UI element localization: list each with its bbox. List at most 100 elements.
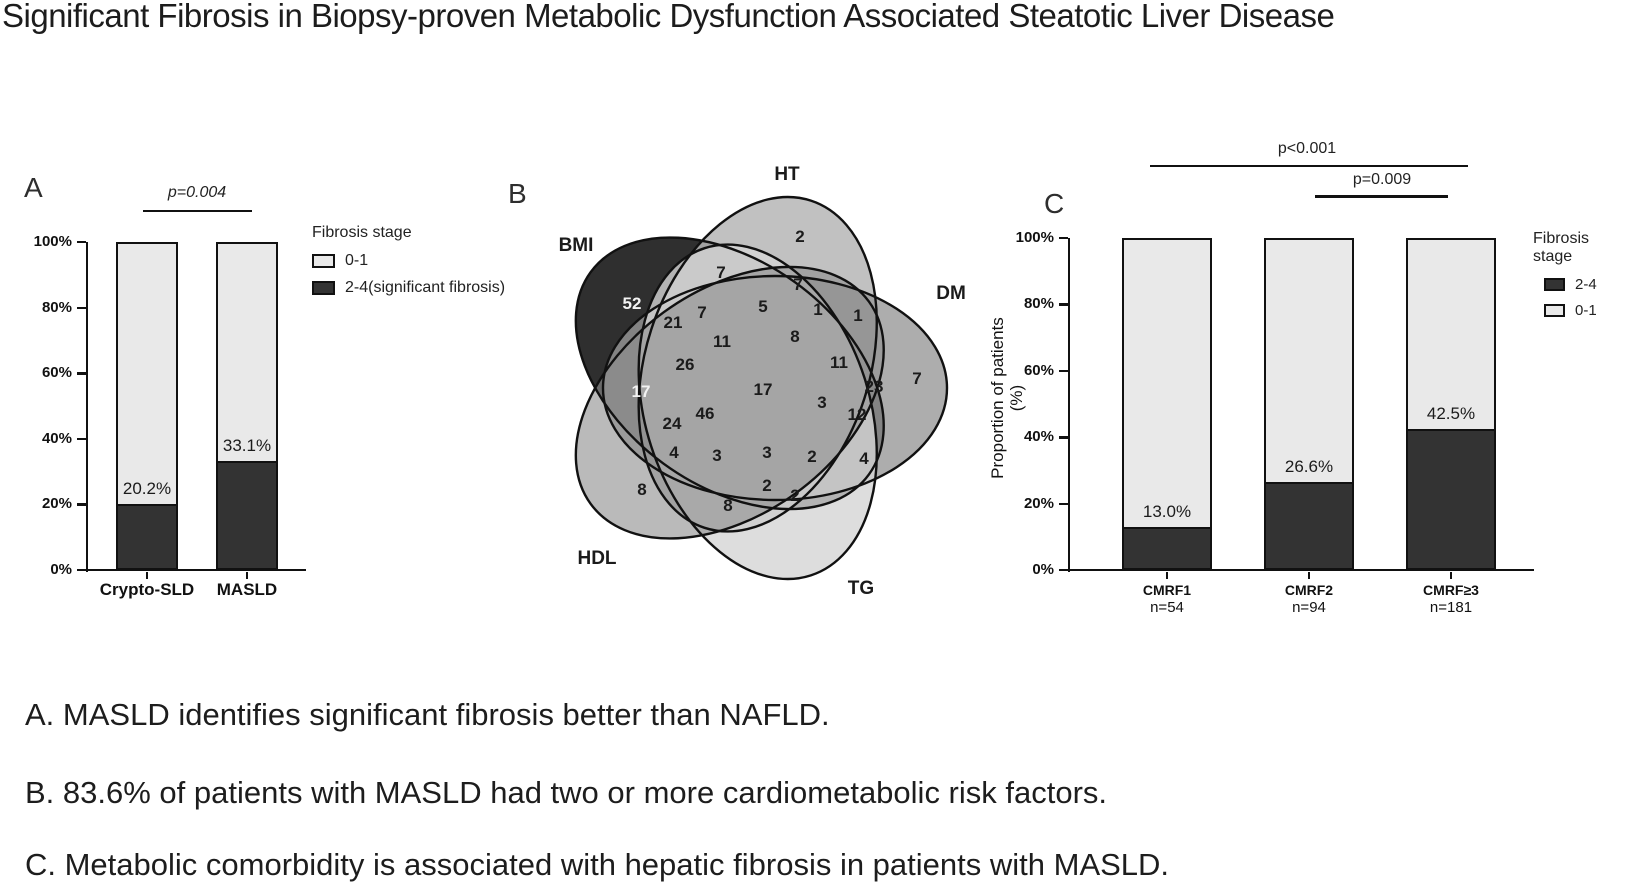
venn-region-count: 46	[695, 404, 715, 423]
legend-swatch-light-icon	[1544, 304, 1565, 317]
panel-c-legend: Fibrosis stage 2-4 0-1	[1533, 230, 1627, 319]
legend-item-label: 2-4	[1575, 276, 1597, 293]
bar-segment-fibrosis-2-4	[216, 461, 278, 570]
panel-c-letter: C	[1044, 188, 1065, 219]
venn-ellipse-tg-outline	[637, 243, 878, 581]
venn-region-count: 1	[813, 300, 823, 319]
y-axis-tick	[77, 569, 86, 572]
venn-region-count: 21	[663, 313, 683, 332]
venn-ellipse-hdl-outline	[574, 265, 885, 540]
venn-set-label-hdl: HDL	[577, 548, 617, 569]
y-axis-tick	[1059, 502, 1068, 505]
y-axis-tick	[1059, 436, 1068, 439]
legend-item-label: 2-4(significant fibrosis)	[345, 279, 506, 296]
panel-a-legend-title: Fibrosis stage	[312, 224, 412, 241]
venn-region-count: 7	[912, 369, 922, 388]
panel-c-significance-label-2: p=0.009	[1352, 171, 1412, 188]
legend-item-label: 0-1	[345, 252, 369, 269]
venn-region-count: 8	[723, 496, 733, 515]
venn-region-count: 26	[675, 355, 695, 374]
venn-region-count: 17	[631, 382, 651, 401]
x-axis-tick	[246, 572, 249, 579]
venn-ellipse-hdl	[575, 266, 884, 539]
x-axis-n-label: n=54	[1150, 599, 1184, 616]
venn-diagram	[574, 195, 949, 581]
y-axis-tick	[1059, 369, 1068, 373]
y-axis-tick-label: 40%	[41, 429, 72, 447]
venn-ellipse-bmi-outline	[574, 236, 885, 511]
bar-value-label: 33.1%	[222, 436, 272, 456]
panel-a-significance-line	[143, 210, 252, 213]
legend-item-0-1: 0-1	[312, 252, 505, 270]
legend-swatch-dark-icon	[1544, 278, 1565, 291]
legend-item-label: 0-1	[1575, 302, 1597, 319]
y-axis-tick-label: 100%	[33, 233, 72, 250]
venn-region-count: 12	[847, 405, 867, 424]
bar-segment-fibrosis-0-1	[116, 242, 178, 506]
x-axis-tick	[146, 572, 149, 579]
bar-segment-fibrosis-2-4	[1406, 428, 1496, 570]
venn-region-count: 17	[753, 380, 773, 399]
venn-region-count: 11	[830, 353, 848, 372]
bar-segment-fibrosis-0-1	[1406, 238, 1496, 431]
x-axis-tick	[1450, 572, 1453, 579]
figure-title: Significant Fibrosis in Biopsy-proven Me…	[2, 0, 1335, 34]
x-axis-tick	[1308, 572, 1311, 579]
venn-region-count: 11	[713, 332, 731, 351]
venn-region-count: 7	[793, 275, 803, 294]
y-axis-tick	[77, 437, 86, 441]
panel-a-y-axis	[86, 242, 89, 572]
bar-value-label: 42.5%	[1426, 403, 1476, 423]
y-axis-tick-label: 20%	[1023, 494, 1054, 512]
x-axis-category-label: CMRF1	[1142, 582, 1192, 598]
y-axis-tick-label: 100%	[1015, 229, 1054, 246]
panel-c-y-axis	[1068, 238, 1071, 572]
venn-region-count: 2	[795, 227, 805, 246]
bar-value-label: 13.0%	[1142, 501, 1192, 521]
bar-value-label: 26.6%	[1284, 456, 1334, 476]
y-axis-tick	[1059, 569, 1068, 572]
venn-region-count: 4	[669, 443, 679, 462]
venn-region-count: 3	[712, 446, 722, 465]
panel-c-legend-title: Fibrosis stage	[1533, 230, 1590, 265]
y-axis-tick	[77, 306, 86, 309]
venn-region-count: 4	[859, 449, 869, 468]
panel-c-significance-line-1	[1150, 165, 1468, 168]
venn-region-count: 2	[790, 486, 800, 505]
legend-item-2-4: 2-4	[1544, 276, 1627, 293]
caption-c: C. Metabolic comorbidity is associated w…	[25, 847, 1170, 882]
panel-c-y-axis-title: Proportion of patients (%)	[988, 288, 1026, 508]
y-axis-tick-label: 60%	[1023, 361, 1054, 379]
venn-set-label-ht: HT	[774, 164, 800, 185]
y-axis-tick	[1059, 303, 1068, 306]
venn-region-count: 3	[762, 443, 772, 462]
venn-region-count: 5	[758, 297, 768, 316]
x-axis-category-label: CMRF≥3	[1423, 582, 1479, 598]
venn-set-label-bmi: BMI	[558, 235, 594, 256]
bar-segment-fibrosis-0-1	[1122, 238, 1212, 529]
panel-a-legend: Fibrosis stage 0-1 2-4(significant fibro…	[312, 224, 505, 297]
panel-c-y-axis-title-line1: Proportion of patients	[988, 317, 1007, 479]
panel-b-letter: B	[508, 178, 527, 209]
venn-ellipse-dm-outline	[601, 274, 949, 502]
panel-c-x-axis	[1068, 569, 1534, 572]
venn-region-count: 23	[864, 377, 884, 396]
bar-value-label: 20.2%	[122, 478, 172, 498]
panel-c-significance-label-1: p<0.001	[1277, 140, 1337, 157]
x-axis-category-label: MASLD	[216, 580, 278, 599]
legend-item-2-4: 2-4(significant fibrosis)	[312, 279, 505, 297]
panel-c-y-axis-title-line2: (%)	[1007, 384, 1026, 412]
venn-ellipse-ht-outline	[637, 195, 878, 533]
bar-segment-fibrosis-2-4	[1122, 526, 1212, 570]
venn-region-count: 7	[716, 263, 726, 282]
venn-region-count: 2	[762, 476, 772, 495]
panel-a-letter: A	[24, 172, 43, 203]
x-axis-tick	[1166, 572, 1169, 579]
bar-segment-fibrosis-0-1	[1264, 238, 1354, 484]
venn-region-count: 3	[817, 393, 827, 412]
venn-region-count: 52	[622, 294, 642, 313]
venn-region-count: 24	[662, 414, 682, 433]
panel-a-significance-label: p=0.004	[167, 184, 227, 201]
caption-a: A. MASLD identifies significant fibrosis…	[25, 697, 830, 732]
